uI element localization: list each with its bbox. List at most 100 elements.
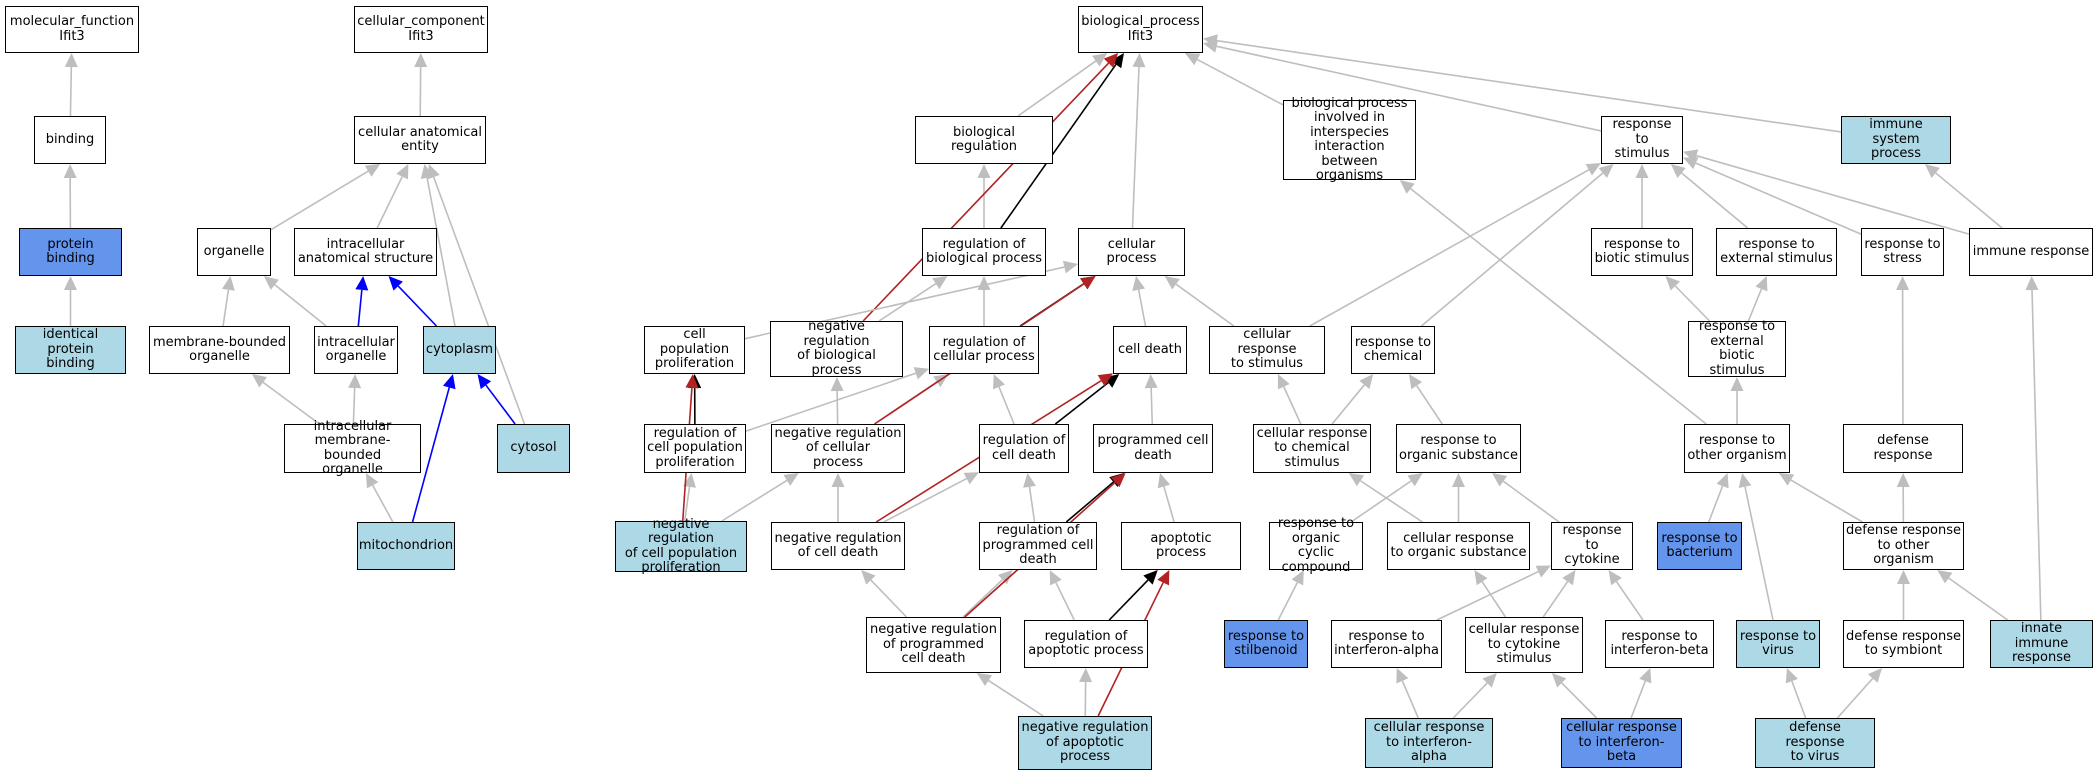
edge-line — [1674, 285, 1711, 322]
edge-immresp-to-rts — [1683, 149, 1970, 235]
edge-arrowhead — [1157, 570, 1170, 586]
edge-nrpcd-to-nrcd — [861, 570, 908, 618]
edge-arrowhead — [1144, 374, 1158, 389]
edge-mito-to-cytoplasm — [411, 374, 456, 523]
node-membrane-bounded-organelle[interactable]: membrane-bounded organelle — [149, 326, 290, 374]
node-defense-response[interactable]: defense response — [1843, 424, 1963, 473]
edge-line — [270, 170, 369, 231]
node-response-to-virus[interactable]: response to virus — [1736, 620, 1820, 668]
edge-line — [962, 579, 1004, 618]
node-negative-regulation-of-apoptotic-process[interactable]: negative regulation of apoptotic process — [1018, 716, 1152, 770]
node-regulation-of-biological-process[interactable]: regulation of biological process — [922, 228, 1046, 276]
node-label: negative regulation of cell population p… — [624, 516, 738, 575]
node-cellular-process[interactable]: cellular process — [1078, 228, 1185, 276]
node-protein-binding[interactable]: protein binding — [19, 228, 122, 276]
edge-immresp-to-isp — [1924, 164, 2003, 229]
node-binding[interactable]: binding — [34, 116, 106, 164]
edge-arrowhead — [355, 276, 369, 291]
node-regulation-of-cell-death[interactable]: regulation of cell death — [979, 424, 1069, 473]
node-negative-regulation-of-cell-death[interactable]: negative regulation of cell death — [771, 522, 905, 570]
node-cytosol[interactable]: cytosol — [497, 424, 570, 473]
node-response-to-biotic-stimulus[interactable]: response to biotic stimulus — [1591, 228, 1693, 276]
node-response-to-stress[interactable]: response to stress — [1861, 228, 1944, 276]
edge-line — [870, 579, 908, 618]
edge-line — [1108, 579, 1149, 621]
edge-line — [988, 679, 1044, 717]
edge-arrowhead — [992, 374, 1006, 390]
node-negative-regulation-of-cellular-process[interactable]: negative regulation of cellular process — [771, 424, 905, 473]
node-regulation-of-cell-population-proliferation[interactable]: regulation of cell population proliferat… — [644, 424, 746, 473]
node-defense-response-to-virus[interactable]: defense response to virus — [1755, 718, 1875, 768]
node-negative-regulation-of-programmed-cell-death[interactable]: negative regulation of programmed cell d… — [866, 617, 1001, 673]
node-intracellular-membrane-bounded-organelle[interactable]: intracellular membrane-bounded organelle — [284, 419, 421, 477]
node-cytoplasm[interactable]: cytoplasm — [423, 326, 496, 374]
node-defense-response-to-other-organism[interactable]: defense response to other organism — [1843, 522, 1964, 570]
node-innate-immune-response[interactable]: innate immune response — [1990, 620, 2093, 668]
node-label: biological_process Ifit3 — [1081, 14, 1200, 44]
node-identical-protein-binding[interactable]: identical protein binding — [15, 326, 126, 374]
edge-line — [1410, 188, 1707, 425]
edge-line — [1935, 172, 2003, 229]
node-regulation-of-cellular-process[interactable]: regulation of cellular process — [929, 326, 1039, 374]
node-biological-process-interspecies[interactable]: biological process involved in interspec… — [1283, 96, 1416, 183]
node-intracellular-organelle[interactable]: intracellular organelle — [314, 326, 398, 374]
node-immune-response[interactable]: immune response — [1969, 228, 2093, 276]
node-cellular-anatomical-entity[interactable]: cellular anatomical entity — [354, 116, 486, 164]
edge-arrowhead — [64, 276, 77, 290]
node-label: response to interferon-beta — [1610, 628, 1709, 658]
node-cell-population-proliferation[interactable]: cell population proliferation — [644, 326, 745, 374]
node-mitochondrion[interactable]: mitochondrion — [357, 522, 455, 570]
node-cellular-response-to-cytokine-stimulus[interactable]: cellular response to cytokine stimulus — [1465, 617, 1583, 673]
node-response-to-external-stimulus[interactable]: response to external stimulus — [1716, 228, 1837, 276]
node-biological-process[interactable]: biological_process Ifit3 — [1078, 6, 1203, 53]
node-negative-regulation-of-biological-process[interactable]: negative regulation of biological proces… — [770, 319, 903, 377]
node-apoptotic-process[interactable]: apoptotic process — [1121, 522, 1241, 570]
node-immune-system-process[interactable]: immune system process — [1841, 116, 1951, 164]
edge-arrowhead — [1092, 53, 1108, 67]
node-label: response to external biotic stimulus — [1698, 319, 1776, 378]
edge-arrowhead — [1937, 570, 1953, 584]
node-cell-death[interactable]: cell death — [1113, 326, 1187, 374]
node-cellular-response-to-organic-substance[interactable]: cellular response to organic substance — [1387, 522, 1530, 570]
node-response-to-stimulus[interactable]: response to stimulus — [1601, 116, 1683, 164]
node-cellular-component[interactable]: cellular_component Ifit3 — [354, 6, 488, 53]
node-cellular-response-to-stimulus[interactable]: cellular response to stimulus — [1209, 326, 1325, 374]
edge-arrowhead — [64, 53, 78, 68]
node-response-to-other-organism[interactable]: response to other organism — [1684, 424, 1790, 473]
node-defense-response-to-symbiont[interactable]: defense response to symbiont — [1843, 620, 1964, 668]
node-programmed-cell-death[interactable]: programmed cell death — [1093, 424, 1213, 473]
edge-arrowhead — [1399, 180, 1415, 194]
node-regulation-of-programmed-cell-death[interactable]: regulation of programmed cell death — [979, 522, 1097, 570]
edge-nrcd-to-nrcp — [831, 473, 845, 522]
node-response-to-interferon-beta[interactable]: response to interferon-beta — [1605, 620, 1714, 668]
edge-line — [1331, 384, 1365, 425]
node-label: regulation of cellular process — [933, 334, 1035, 364]
node-negative-regulation-of-cell-population-proliferation[interactable]: negative regulation of cell population p… — [615, 517, 747, 575]
node-organelle[interactable]: organelle — [197, 228, 271, 276]
node-label: intracellular anatomical structure — [297, 236, 434, 266]
node-cellular-response-to-interferon-beta[interactable]: cellular response to interferon-beta — [1561, 718, 1682, 768]
edge-line — [1283, 386, 1302, 425]
node-biological-regulation[interactable]: biological regulation — [915, 116, 1053, 164]
edge-arrowhead — [1062, 260, 1078, 274]
node-regulation-of-apoptotic-process[interactable]: regulation of apoptotic process — [1024, 620, 1148, 668]
edge-regbp-to-bioreg — [977, 164, 991, 228]
node-label: intracellular organelle — [317, 334, 395, 364]
node-cellular-response-to-chemical-stimulus[interactable]: cellular response to chemical stimulus — [1253, 424, 1371, 473]
node-response-to-stilbenoid[interactable]: response to stilbenoid — [1224, 620, 1308, 668]
edge-crcs-to-crs — [1277, 374, 1302, 425]
node-response-to-external-biotic-stimulus[interactable]: response to external biotic stimulus — [1688, 319, 1786, 378]
node-label: negative regulation of cell death — [774, 530, 902, 560]
node-intracellular-anatomical-structure[interactable]: intracellular anatomical structure — [294, 228, 437, 276]
node-response-to-cytokine[interactable]: response to cytokine — [1551, 522, 1633, 570]
node-cellular-response-to-interferon-alpha[interactable]: cellular response to interferon-alpha — [1365, 718, 1493, 768]
node-response-to-chemical[interactable]: response to chemical — [1351, 326, 1435, 374]
edge-rcd-to-rcp — [992, 374, 1015, 425]
node-response-to-organic-cyclic-compound[interactable]: response to organic cyclic compound — [1269, 516, 1363, 574]
node-molecular-function[interactable]: molecular_function Ifit3 — [5, 6, 139, 53]
node-response-to-bacterium[interactable]: response to bacterium — [1657, 522, 1742, 570]
node-response-to-interferon-alpha[interactable]: response to interferon-alpha — [1331, 620, 1442, 668]
node-response-to-organic-substance[interactable]: response to organic substance — [1396, 424, 1521, 473]
